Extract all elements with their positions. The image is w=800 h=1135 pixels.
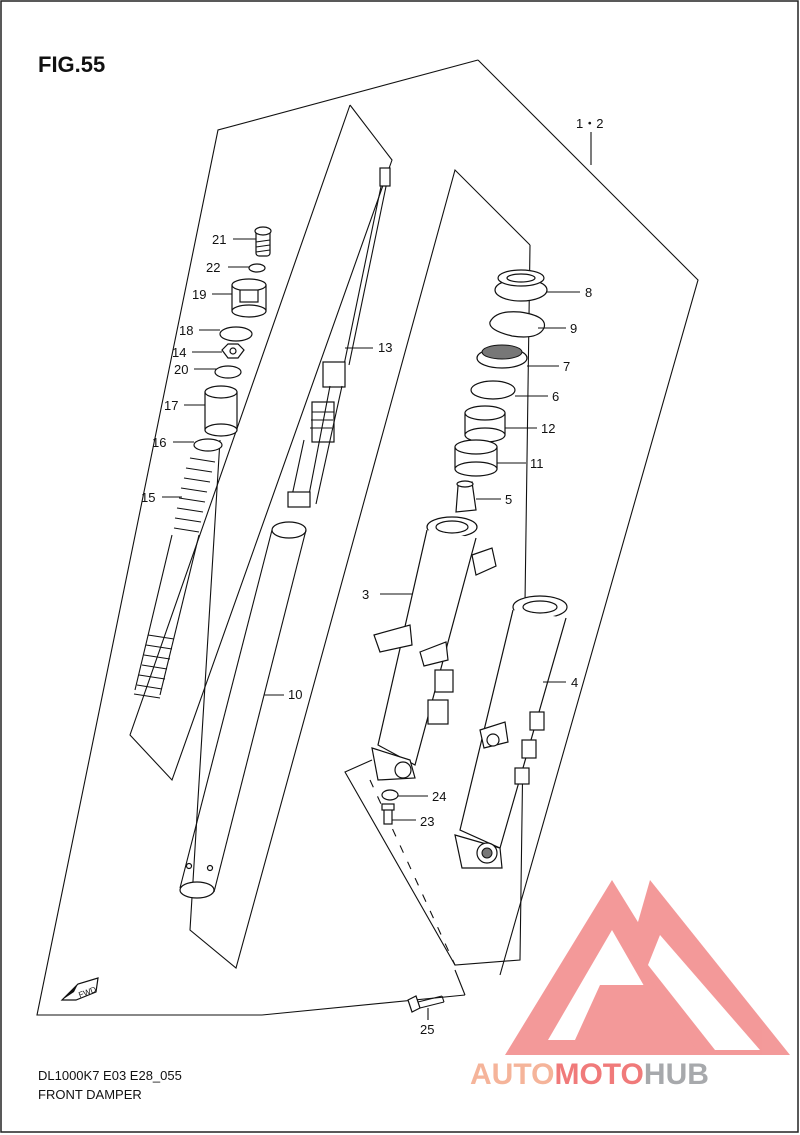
part-8-dust-seal[interactable] [494, 269, 548, 302]
part-11-slide-bushing[interactable] [454, 439, 498, 477]
part-22-o-ring[interactable] [248, 263, 266, 273]
label-part-3: 3 [362, 587, 369, 602]
assembly-outline-left [36, 59, 479, 1016]
label-part-6: 6 [552, 389, 559, 404]
label-part-11: 11 [530, 456, 544, 471]
watermark-moto: MOTO [554, 1058, 643, 1091]
part-25-bolt[interactable] [407, 995, 445, 1013]
part-13-damper-rod[interactable] [287, 167, 391, 508]
part-6-washer[interactable] [470, 380, 516, 400]
part-10-inner-tube[interactable] [179, 521, 307, 899]
watermark-auto: AUTO [470, 1058, 554, 1091]
damper-kit-outline [129, 104, 393, 782]
label-part-10: 10 [288, 687, 302, 702]
part-20-washer[interactable] [214, 365, 242, 379]
figure-title: FIG.55 [38, 52, 105, 77]
part-17-spacer[interactable] [204, 385, 238, 437]
label-part-18: 18 [179, 323, 193, 338]
part-15-fork-spring[interactable] [133, 457, 216, 699]
part-12-guide-bushing[interactable] [464, 405, 506, 443]
part-19-cap-bolt[interactable] [231, 278, 267, 318]
assembly-outline-right [477, 59, 699, 976]
label-part-21: 21 [212, 232, 226, 247]
watermark-logo [505, 880, 790, 1055]
label-part-22: 22 [206, 260, 220, 275]
label-part-17: 17 [164, 398, 178, 413]
part-5-oil-lock-piece[interactable] [455, 480, 477, 513]
part-14-nut[interactable] [221, 343, 245, 359]
part-16-washer[interactable] [193, 438, 223, 452]
label-part-15: 15 [141, 490, 155, 505]
part-3-outer-tube-left[interactable] [371, 516, 497, 781]
fwd-arrow-icon: FWD [60, 977, 99, 1001]
label-part-20: 20 [174, 362, 188, 377]
label-part-9: 9 [570, 321, 577, 336]
model-code: DL1000K7 E03 E28_055 [38, 1068, 182, 1083]
label-part-23: 23 [420, 814, 434, 829]
label-part-25: 25 [420, 1022, 434, 1037]
part-7-oil-seal[interactable] [476, 344, 528, 369]
label-part-7: 7 [563, 359, 570, 374]
label-part-12: 12 [541, 421, 555, 436]
watermark-hub: HUB [644, 1058, 709, 1091]
figure-caption: FRONT DAMPER [38, 1087, 142, 1102]
part-9-stopper-ring[interactable] [489, 311, 546, 338]
label-part-14: 14 [172, 345, 186, 360]
part-21-adjuster-bolt[interactable] [254, 226, 272, 257]
label-part-8: 8 [585, 285, 592, 300]
part-18-o-ring[interactable] [219, 326, 253, 342]
label-part-19: 19 [192, 287, 206, 302]
label-part-24: 24 [432, 789, 446, 804]
label-part-5: 5 [505, 492, 512, 507]
watermark-text: AUTOMOTOHUB [470, 1058, 709, 1091]
label-part-4: 4 [571, 675, 578, 690]
part-23-bolt[interactable] [381, 803, 395, 825]
assembly-label: 1・2 [576, 116, 603, 131]
part-24-gasket[interactable] [381, 789, 399, 801]
part-4-outer-tube-right[interactable] [454, 595, 568, 869]
label-part-13: 13 [378, 340, 392, 355]
label-part-16: 16 [152, 435, 166, 450]
leader-lines [162, 238, 580, 1020]
inner-tube-outline [189, 168, 531, 969]
